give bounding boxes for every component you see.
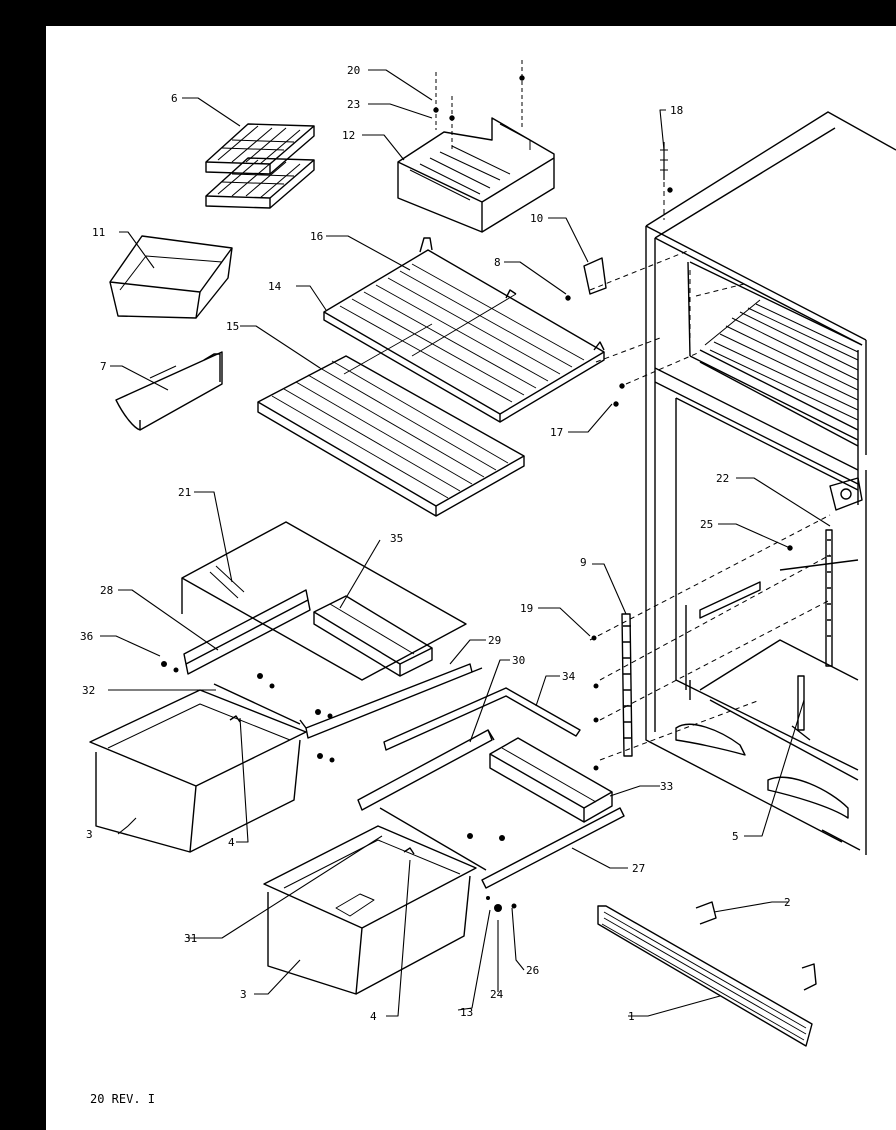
part-15-wire-shelf — [257, 323, 525, 517]
callout-22: 22 — [716, 472, 729, 485]
part-9-shelf-standard — [591, 613, 633, 771]
callout-23: 23 — [347, 98, 360, 111]
callout-36: 36 — [80, 630, 93, 643]
callout-20: 20 — [347, 64, 360, 77]
callout-33: 33 — [660, 780, 673, 793]
leader-lines — [100, 69, 831, 1017]
callout-15: 15 — [226, 320, 239, 333]
callout-32: 32 — [82, 684, 95, 697]
fasteners — [613, 142, 793, 551]
part-16-wire-shelf — [323, 237, 605, 423]
callout-14: 14 — [268, 280, 282, 293]
callout-21: 21 — [178, 486, 191, 499]
callout-19: 19 — [520, 602, 533, 615]
callout-2: 2 — [784, 896, 791, 909]
callout-17: 17 — [550, 426, 563, 439]
part-29-drawer-slide — [213, 663, 483, 763]
revision-footer: 20 REV. I — [90, 1092, 156, 1106]
part-12-ice-tray-frame — [397, 60, 555, 233]
callout-13: 13 — [460, 1006, 473, 1019]
callout-4-upper: 4 — [228, 836, 235, 849]
part-27-drawer-slide — [379, 807, 625, 912]
callout-3-upper: 3 — [86, 828, 93, 841]
callout-6: 6 — [171, 92, 178, 105]
callout-30: 30 — [512, 654, 525, 667]
freezer-evaporator-grille — [704, 299, 859, 421]
callout-1: 1 — [628, 1010, 635, 1023]
part-35-cover-support — [313, 595, 433, 677]
parts-diagram-sheet: 20 23 12 6 11 7 18 10 8 16 14 15 17 21 2… — [46, 26, 896, 1130]
callout-labels: 20 23 12 6 11 7 18 10 8 16 14 15 17 21 2… — [80, 64, 791, 1023]
part-34-drawer-slide — [383, 687, 581, 751]
callout-10: 10 — [530, 212, 543, 225]
part-3-crisper-drawer-lower — [263, 825, 477, 995]
part-11-ice-bin — [109, 235, 233, 319]
refrigerator-cabinet — [589, 111, 896, 855]
callout-29: 29 — [488, 634, 501, 647]
part-7-air-deflector — [115, 351, 223, 431]
callout-4-lower: 4 — [370, 1010, 377, 1023]
callout-16: 16 — [310, 230, 323, 243]
callout-8: 8 — [494, 256, 501, 269]
part-21-crisper-cover — [181, 521, 467, 681]
part-33-drawer-support — [489, 737, 613, 823]
callout-31: 31 — [184, 932, 197, 945]
callout-5: 5 — [732, 830, 739, 843]
callout-7: 7 — [100, 360, 107, 373]
part-3-crisper-drawer-upper — [89, 689, 307, 853]
part-28-drawer-slide — [161, 589, 311, 689]
exploded-parts-diagram: 20 23 12 6 11 7 18 10 8 16 14 15 17 21 2… — [80, 60, 896, 1047]
callout-26: 26 — [526, 964, 539, 977]
callout-25: 25 — [700, 518, 713, 531]
part-1-toe-grille — [597, 901, 817, 1047]
part-30-drawer-slide — [357, 729, 495, 811]
callout-28: 28 — [100, 584, 113, 597]
callout-11: 11 — [92, 226, 105, 239]
callout-18: 18 — [670, 104, 683, 117]
callout-12: 12 — [342, 129, 355, 142]
callout-27: 27 — [632, 862, 645, 875]
part-10-mount-bracket — [565, 257, 607, 301]
callout-35: 35 — [390, 532, 403, 545]
callout-3-lower: 3 — [240, 988, 247, 1001]
part-6-ice-cube-trays — [205, 123, 315, 209]
callout-34: 34 — [562, 670, 576, 683]
callout-9: 9 — [580, 556, 587, 569]
callout-24: 24 — [490, 988, 504, 1001]
